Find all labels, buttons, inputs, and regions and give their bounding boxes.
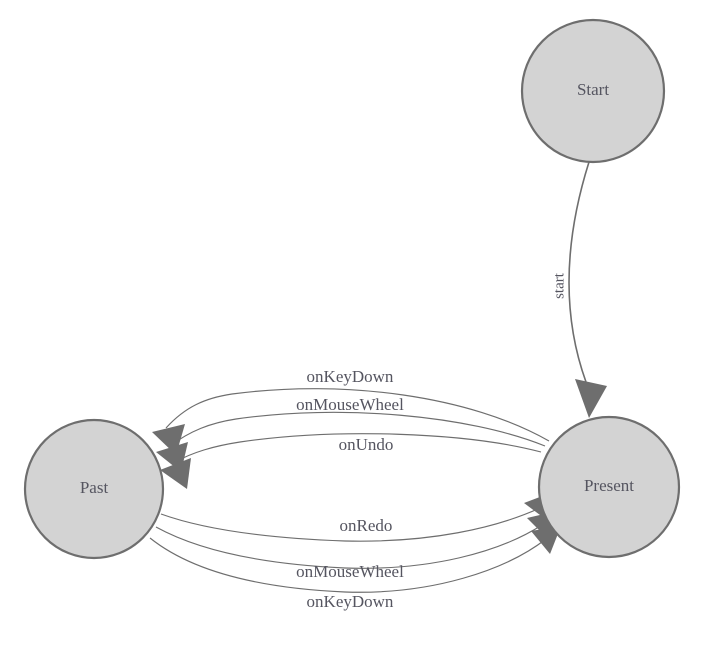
arrowhead-start-to-present: [575, 379, 607, 418]
edge-past-to-present-keydown-path[interactable]: [149, 537, 547, 593]
node-start-circle[interactable]: [520, 18, 666, 164]
node-past[interactable]: Past: [23, 418, 165, 560]
edge-group-past-to-present-keydown[interactable]: onKeyDown: [149, 526, 561, 611]
edge-label-past-to-present-keydown: onKeyDown: [307, 592, 394, 611]
edge-label-present-to-past-keydown: onKeyDown: [307, 367, 394, 386]
edge-label-past-to-present-redo: onRedo: [340, 516, 393, 535]
node-present[interactable]: Present: [537, 415, 681, 559]
edge-present-to-past-undo-path[interactable]: [172, 433, 542, 464]
edge-label-present-to-past-mousewheel: onMouseWheel: [296, 395, 404, 414]
node-start-label: Start: [577, 80, 609, 99]
node-present-label: Present: [584, 476, 634, 495]
edge-present-to-past-keydown-path[interactable]: [165, 388, 550, 442]
edge-past-to-present-mousewheel-path[interactable]: [155, 524, 543, 569]
edge-group-present-to-past-undo[interactable]: onUndo: [160, 433, 542, 489]
edge-label-past-to-present-mousewheel: onMouseWheel: [296, 562, 404, 581]
edge-start-to-present-path[interactable]: [568, 161, 590, 383]
edge-label-present-to-past-undo: onUndo: [339, 435, 394, 454]
edge-present-to-past-mousewheel-path[interactable]: [169, 411, 546, 447]
edge-group-past-to-present-redo[interactable]: onRedo: [160, 492, 553, 542]
arrowhead-past-to-present-keydown: [531, 526, 561, 554]
arrowhead-present-to-past-undo: [160, 458, 191, 489]
node-start[interactable]: Start: [520, 18, 666, 164]
node-past-circle[interactable]: [23, 418, 165, 560]
edge-label-start: start: [551, 272, 567, 299]
node-past-label: Past: [80, 478, 109, 497]
edge-group-start-to-present[interactable]: start: [551, 161, 607, 418]
edge-past-to-present-redo-path[interactable]: [160, 507, 541, 542]
node-present-circle[interactable]: [537, 415, 681, 559]
